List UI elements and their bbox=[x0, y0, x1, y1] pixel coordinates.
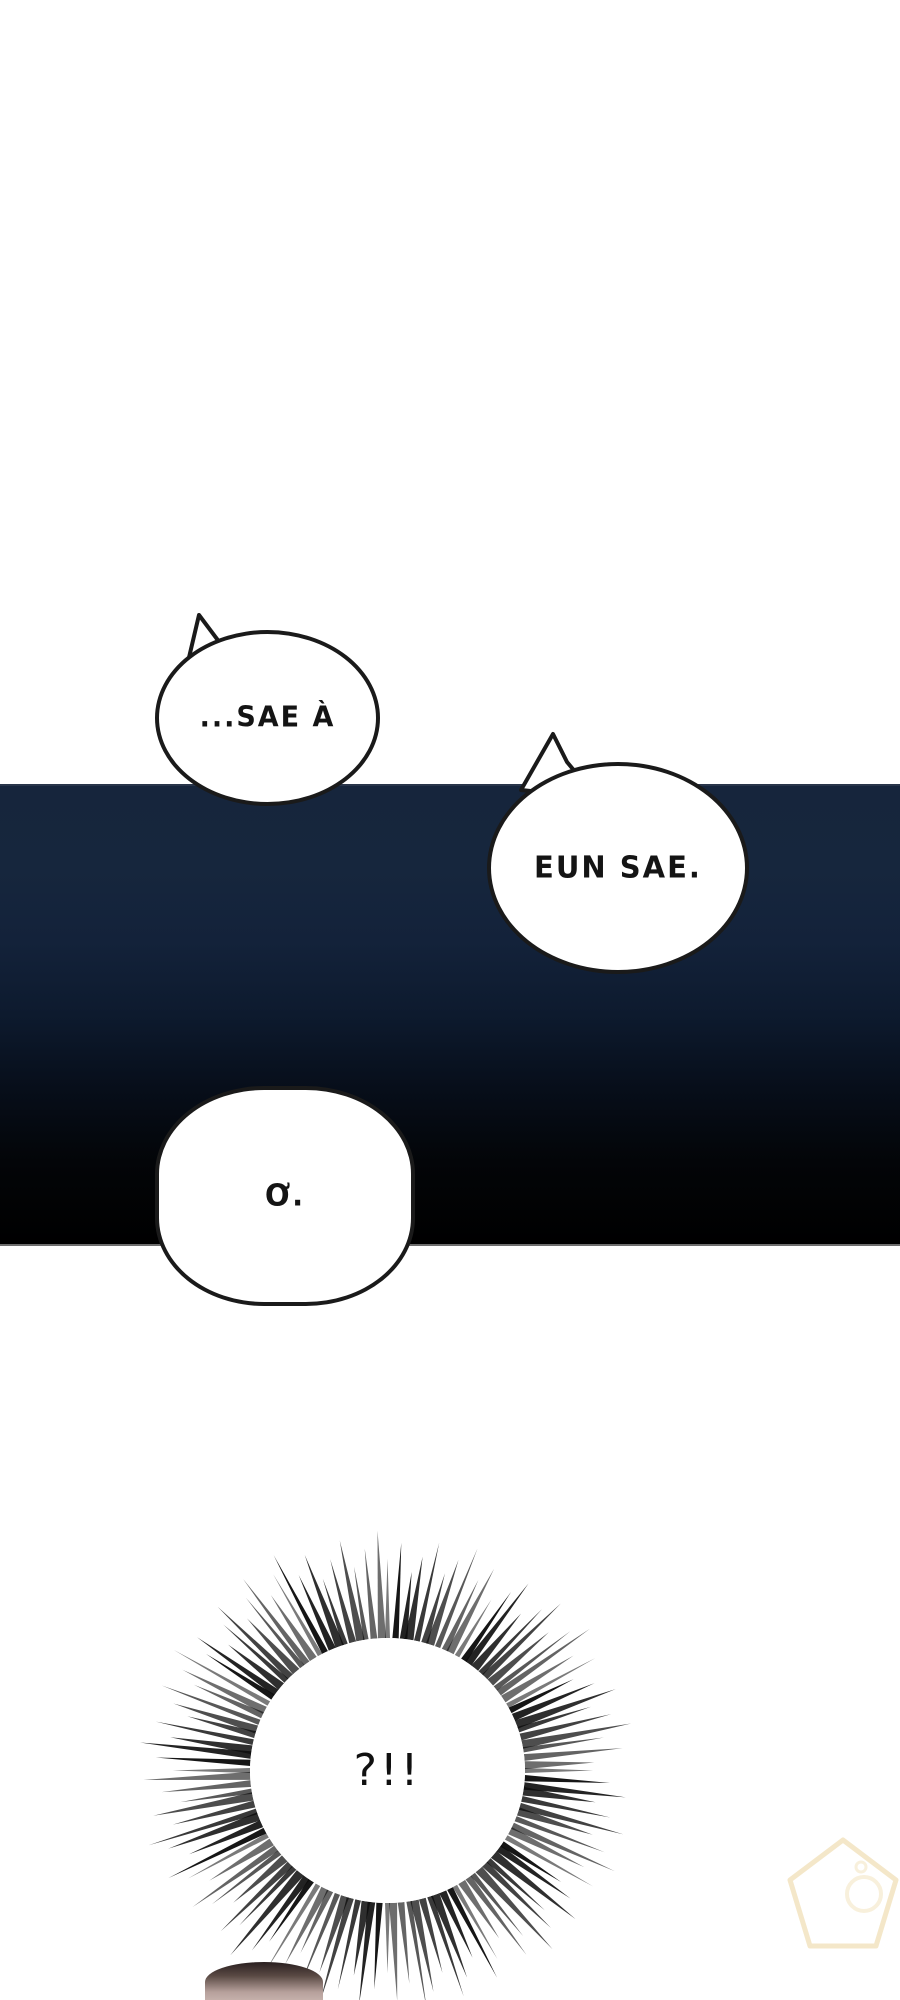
band-bottom-edge bbox=[0, 1244, 900, 1246]
speech-bubble-2-text: EUN SAE. bbox=[534, 849, 702, 885]
speech-bubble-2: EUN SAE. bbox=[487, 762, 749, 974]
speech-bubble-1: ...SAE À bbox=[155, 630, 380, 806]
burst-bubble-core: ?!! bbox=[250, 1638, 525, 1903]
speech-bubble-3-text: Ơ. bbox=[264, 1177, 306, 1213]
dark-gradient-band bbox=[0, 786, 900, 1244]
speech-bubble-1-text: ...SAE À bbox=[199, 701, 336, 734]
pentagon-watermark bbox=[787, 1837, 899, 1949]
speech-bubble-3: Ơ. bbox=[155, 1086, 415, 1306]
character-head-top bbox=[205, 1962, 323, 2000]
burst-spikes bbox=[140, 1530, 632, 2000]
band-top-edge bbox=[0, 784, 900, 786]
burst-bubble: ?!! bbox=[140, 1528, 635, 2000]
burst-bubble-text: ?!! bbox=[353, 1745, 422, 1796]
